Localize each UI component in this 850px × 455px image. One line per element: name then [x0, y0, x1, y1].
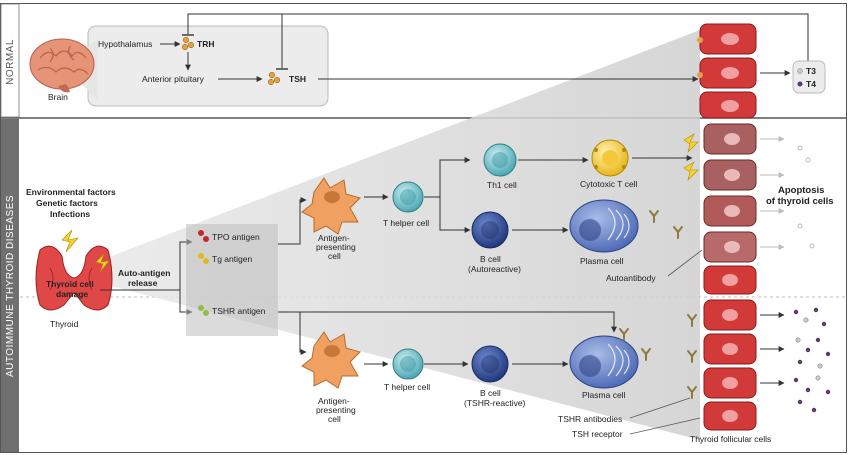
lightning-icon	[683, 161, 699, 181]
tpo-to-apc-arrow	[278, 197, 307, 245]
tsh-label: TSH	[289, 74, 306, 84]
t3-label: T3	[806, 66, 816, 76]
section-label-normal: NORMAL	[5, 39, 16, 85]
cytotoxic-t-cell	[591, 139, 629, 177]
anterior-pituitary-label: Anterior pituitary	[142, 74, 205, 84]
trh-molecules	[181, 36, 195, 51]
plasma-cell-lower-label: Plasma cell	[582, 390, 626, 400]
hormone-release	[760, 307, 831, 413]
trh-label: TRH	[197, 39, 214, 49]
thyroid-label: Thyroid	[50, 319, 79, 329]
projection-cone	[96, 30, 700, 440]
tshr-antigen-label: TSHR antigen	[212, 306, 266, 316]
apc-lower-label-2: presenting	[316, 405, 356, 415]
b-cell-autoreactive	[471, 211, 509, 249]
plasma-cell-upper-label: Plasma cell	[580, 256, 624, 266]
apc-upper-label-3: cell	[328, 251, 341, 261]
plasma-cell-lower	[569, 335, 639, 389]
apc-lower-label-1: Antigen-	[318, 396, 350, 406]
trigger-infections: Infections	[50, 209, 90, 219]
tg-antigen-label: Tg antigen	[212, 254, 252, 264]
brain-icon	[29, 38, 95, 93]
lightning-icon	[683, 133, 699, 153]
brain-label: Brain	[48, 92, 68, 102]
autoimmune-sidebar	[1, 119, 19, 452]
auto-antigen-label-2: release	[128, 278, 158, 288]
cytotoxic-t-cell-label: Cytotoxic T cell	[580, 179, 637, 189]
plasma-cell-upper	[569, 199, 639, 253]
antigen-box	[186, 224, 278, 336]
antigen-presenting-cell-lower	[301, 331, 361, 389]
lightning-icon	[61, 229, 79, 253]
section-label-autoimmune: AUTOIMMUNE THYROID DISEASES	[5, 195, 16, 377]
thelper-to-bcell-arrow	[439, 197, 471, 233]
apoptosis-label-2: of thyroid cells	[766, 196, 834, 207]
normal-follicle-column	[697, 23, 757, 119]
antigen-presenting-cell-upper	[301, 177, 361, 235]
auto-antigen-label-1: Auto-antigen	[118, 268, 170, 278]
tshr-to-apc-arrow	[299, 312, 307, 355]
trigger-environmental: Environmental factors	[26, 187, 116, 197]
tpo-antigen-label: TPO antigen	[212, 232, 260, 242]
feedback-line-hypothalamus	[187, 13, 809, 66]
hpt-axis-box	[87, 25, 329, 107]
trigger-genetic: Genetic factors	[36, 198, 98, 208]
t-helper-lower-label: T helper cell	[384, 382, 430, 392]
apoptosis-label-1: Apoptosis	[778, 185, 824, 196]
tshr-to-receptor-arrow	[278, 311, 617, 333]
thyroid-damage-label-2: damage	[56, 289, 88, 299]
hypothalamus-label: Hypothalamus	[98, 39, 152, 49]
t-helper-upper-label: T helper cell	[383, 218, 429, 228]
b-cell-lower-label-2: (TSHR-reactive)	[464, 398, 526, 408]
t4-label: T4	[806, 79, 816, 89]
tshr-antibodies-label: TSHR antibodies	[558, 414, 622, 424]
b-cell-tshr-reactive	[471, 345, 509, 383]
thyroid-damage-label-1: Thyroid cell	[46, 279, 94, 289]
apc-upper-label-2: presenting	[316, 242, 356, 252]
b-cell-lower-label-1: B cell	[480, 388, 501, 398]
b-cell-upper-label-2: (Autoreactive)	[468, 264, 521, 274]
autoantibody-label: Autoantibody	[606, 273, 656, 283]
apc-lower-label-3: cell	[328, 414, 341, 424]
tsh-molecules	[267, 71, 281, 86]
apc-upper-label-1: Antigen-	[318, 233, 350, 243]
th1-cell-label: Th1 cell	[487, 180, 517, 190]
follicular-cells-label: Thyroid follicular cells	[690, 434, 771, 444]
normal-sidebar	[0, 3, 20, 118]
b-cell-upper-label-1: B cell	[480, 254, 501, 264]
thyroid-gland-icon	[35, 245, 113, 311]
lightning-icon	[95, 253, 110, 273]
autoimmune-follicle-column	[703, 123, 757, 431]
tsh-receptor-label: TSH receptor	[572, 429, 623, 439]
thelper-to-th1-arrow	[424, 157, 471, 198]
apoptosis-arrows	[760, 136, 815, 250]
